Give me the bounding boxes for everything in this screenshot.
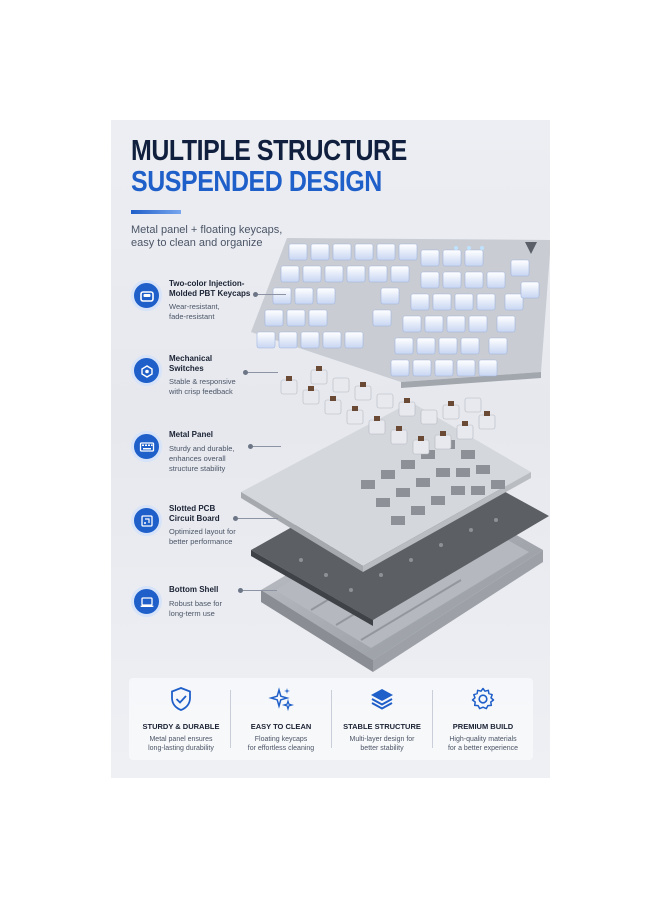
switch-icon — [131, 355, 162, 386]
headline-line-1: MULTIPLE STRUCTURE — [131, 135, 407, 167]
benefit-title: STURDY & DURABLE — [142, 722, 220, 731]
sparkle-icon — [268, 687, 294, 712]
benefit-title: EASY TO CLEAN — [250, 722, 312, 731]
feature-title: Two-color Injection-Molded PBT Keycaps — [169, 279, 251, 298]
divider — [432, 690, 433, 748]
leader-line — [243, 370, 278, 375]
product-poster: MULTIPLE STRUCTURE SUSPENDED DESIGN Meta… — [111, 120, 550, 778]
circuit-board-icon — [131, 505, 162, 536]
subtitle-line-2: easy to clean and organize — [131, 237, 263, 249]
subtitle-line-1: Metal panel + floating keycaps, — [131, 224, 283, 236]
exploded-keyboard-illustration — [241, 238, 550, 672]
benefit-title: PREMIUM BUILD — [452, 722, 514, 731]
feature-desc: Wear-resistant,fade-resistant — [169, 302, 220, 321]
gear-icon — [471, 687, 495, 710]
divider — [331, 690, 332, 748]
feature-title: Bottom Shell — [169, 585, 219, 594]
headline-line-2: SUSPENDED DESIGN — [131, 166, 382, 198]
divider — [230, 690, 231, 748]
keycap-layer — [251, 238, 550, 388]
shield-check-icon — [171, 687, 191, 711]
subtitle: Metal panel + floating keycaps, easy to … — [131, 224, 291, 250]
feature-title: Metal Panel — [169, 430, 214, 439]
keycap-icon — [131, 280, 162, 311]
headline-underline — [131, 210, 181, 214]
leader-line — [233, 516, 278, 521]
laptop-base-icon — [131, 586, 162, 617]
metal-plate-layer — [241, 402, 531, 572]
layers-icon — [371, 689, 393, 710]
keyboard-plate-icon — [131, 431, 162, 462]
leader-line — [238, 588, 277, 593]
leader-line — [248, 444, 281, 449]
leader-line — [253, 292, 286, 297]
switch-layer — [280, 366, 496, 455]
benefit-title: STABLE STRUCTURE — [343, 722, 421, 731]
headline: MULTIPLE STRUCTURE SUSPENDED DESIGN — [131, 136, 407, 198]
